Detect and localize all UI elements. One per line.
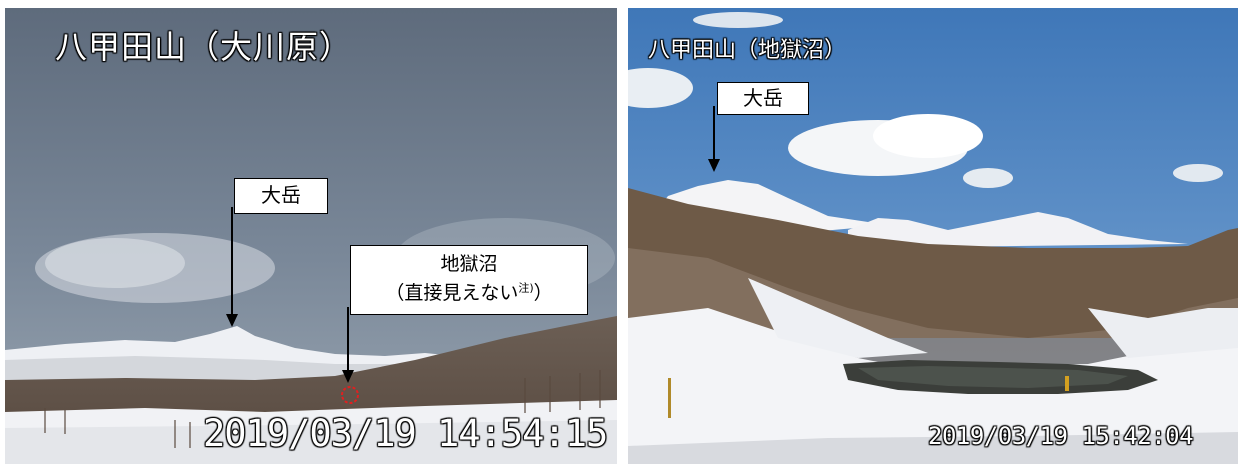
camera-image-okawara: 八甲田山（大川原） 大岳 地獄沼 （直接見えない注)） 2019/03/19 1… <box>5 8 617 464</box>
label-jigokunuma-name: 地獄沼 <box>440 253 498 275</box>
label-note-close: ） <box>533 282 553 304</box>
camera-image-jigokunuma: 八甲田山（地獄沼） 大岳 2019/03/19 15:42:04 <box>628 8 1238 464</box>
camera-title: 八甲田山（大川原） <box>55 28 353 66</box>
timestamp: 2019/03/19 15:42:04 <box>928 422 1194 450</box>
jigokunuma-scene <box>628 8 1238 464</box>
label-otake: 大岳 <box>234 178 328 214</box>
arrow-to-otake <box>708 106 720 172</box>
footnote-marker: 注) <box>518 281 534 295</box>
arrow-to-jigokunuma <box>342 307 354 383</box>
timestamp: 2019/03/19 14:54:15 <box>203 412 608 455</box>
label-jigokunuma-note: （直接見えない注)） <box>351 279 587 308</box>
label-note-text: （直接見えない <box>385 282 519 304</box>
arrow-to-otake <box>226 207 238 327</box>
label-jigokunuma: 地獄沼 （直接見えない注)） <box>350 245 588 315</box>
camera-title: 八甲田山（地獄沼） <box>648 38 847 63</box>
label-otake: 大岳 <box>717 82 809 115</box>
jigokunuma-location-marker <box>341 386 359 404</box>
okawara-scene <box>5 8 617 464</box>
